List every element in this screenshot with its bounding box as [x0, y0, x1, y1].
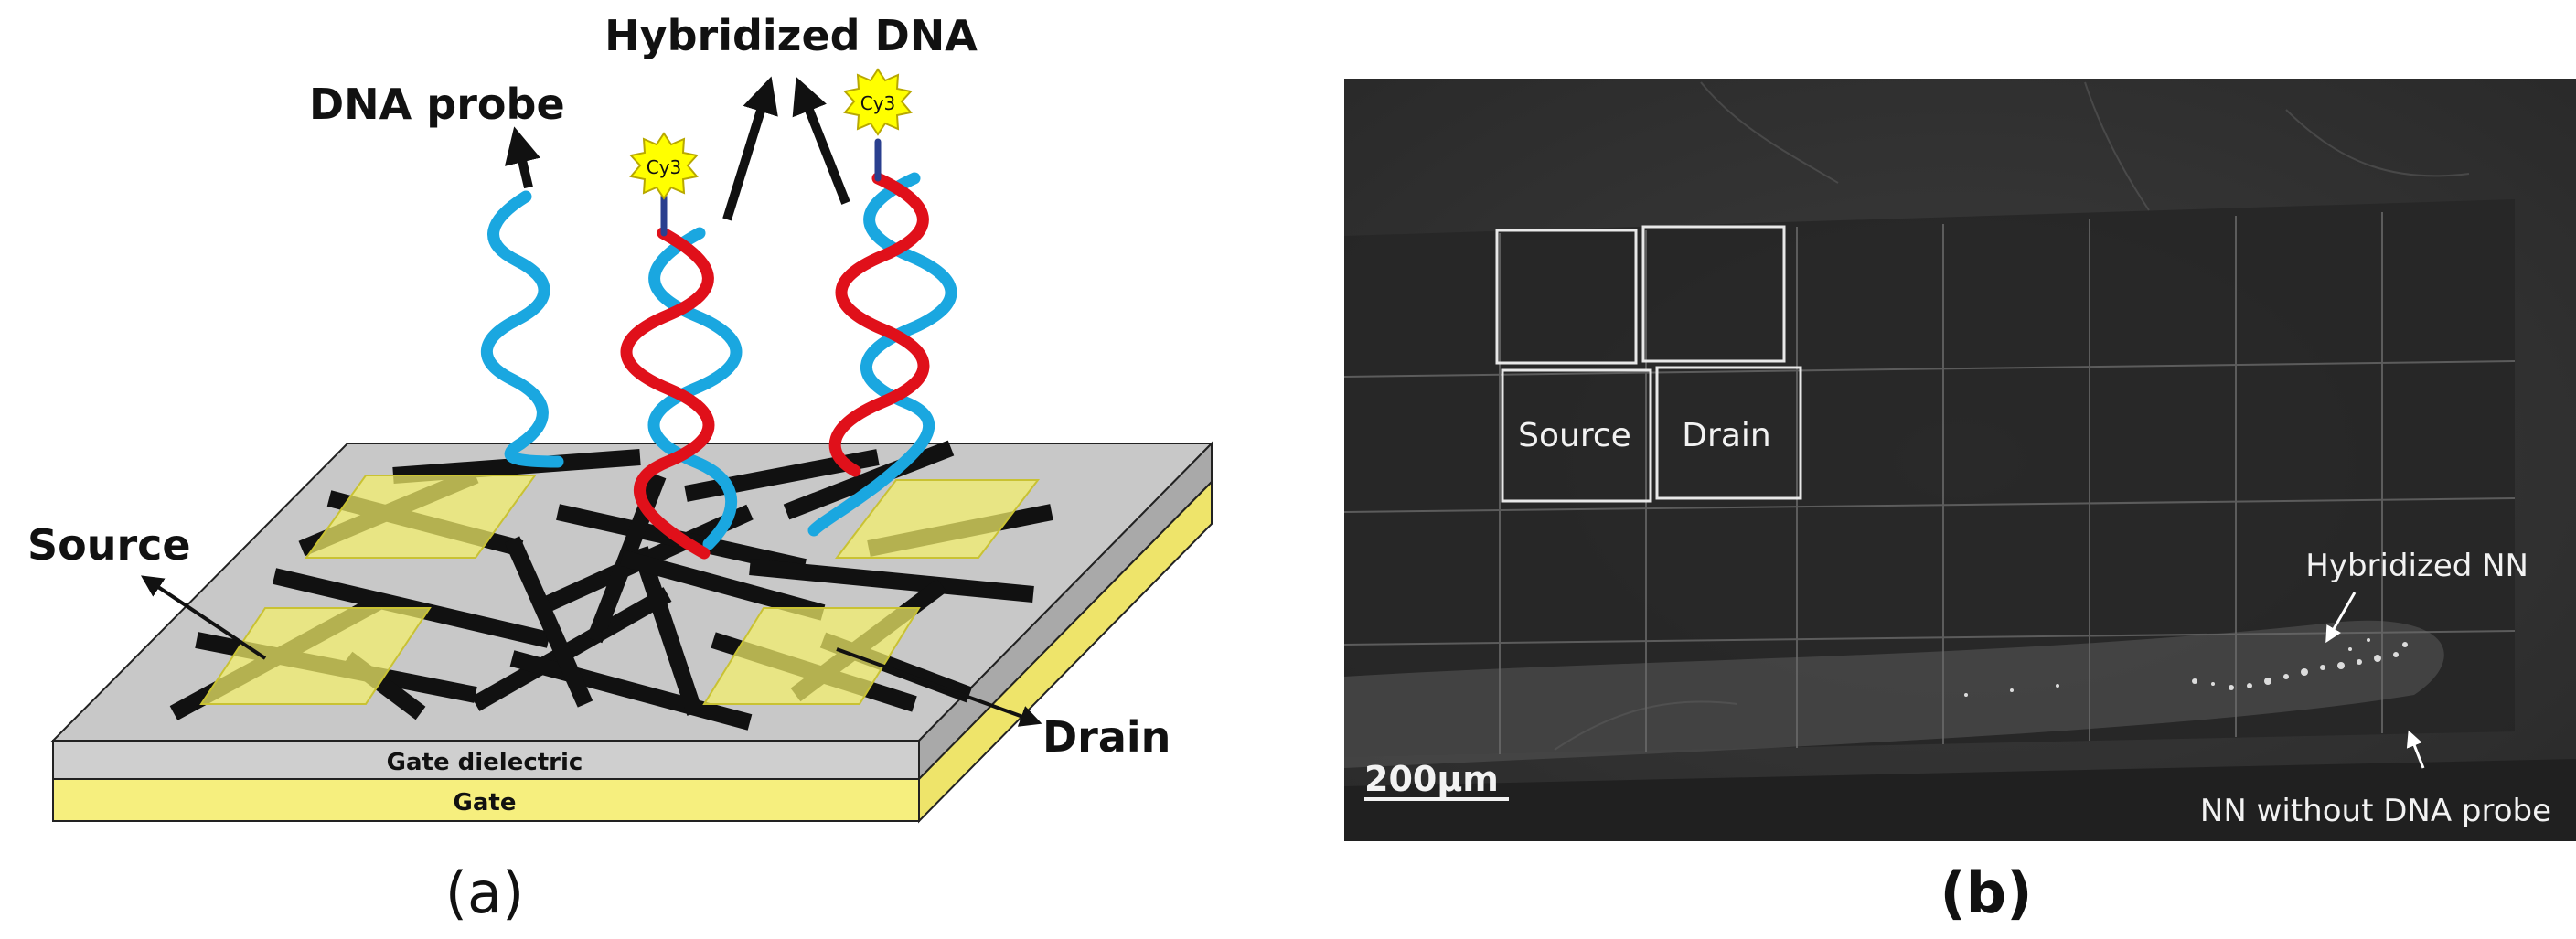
arrow-hybrid-left — [722, 76, 778, 221]
square-top-left — [1495, 229, 1638, 365]
highlight-squares — [1495, 225, 1802, 503]
square-drain — [1655, 366, 1802, 500]
electrode-grid — [1343, 212, 2516, 754]
hybridized-particles — [1964, 638, 2408, 697]
sem-texture — [1554, 81, 2470, 751]
label-drain-a: Drain — [1042, 712, 1170, 762]
hybridized-dna-center — [620, 193, 743, 560]
panel-a-arrows — [141, 76, 1042, 727]
cy3-label-left: Cy3 — [647, 156, 682, 178]
bottom-dark-area — [1344, 759, 2576, 841]
electrode-top-right — [834, 479, 1041, 559]
arrow-hybrid-right — [792, 76, 850, 205]
cy3-dye-right: Cy3 — [843, 68, 913, 136]
hybridized-region — [1344, 620, 2444, 768]
scale-bar-label: 200µm — [1364, 759, 1499, 799]
hybridized-dna-right — [807, 138, 957, 537]
gate-side — [918, 479, 1213, 824]
caption-b: (b) — [1940, 859, 2032, 926]
label-source-a: Source — [27, 520, 191, 570]
arrow-dna-probe — [504, 126, 540, 189]
label-source-b: Source — [1518, 417, 1631, 454]
label-gate-dielectric: Gate dielectric — [387, 749, 583, 776]
panel-b: Source Drain Hybridized NN NN without DN… — [1343, 79, 2576, 926]
arrow-drain — [836, 647, 1042, 727]
label-nn-without-probe: NN without DNA probe — [2200, 793, 2551, 829]
square-source — [1501, 368, 1652, 503]
electrode-drain — [702, 607, 921, 705]
cy3-dye-left: Cy3 — [629, 132, 699, 200]
arrow-hybridized-nn — [2325, 592, 2357, 644]
electrodes — [199, 475, 1041, 705]
electrode-top-left — [305, 475, 537, 559]
cy3-label-right: Cy3 — [860, 92, 896, 114]
label-hybridized-dna: Hybridized DNA — [604, 11, 978, 60]
square-top-right — [1641, 225, 1786, 363]
label-hybridized-nn: Hybridized NN — [2305, 548, 2528, 584]
arrow-source — [141, 575, 267, 660]
label-gate: Gate — [454, 789, 517, 816]
dna-probe-strand — [480, 190, 564, 468]
panel-a: Cy3 Cy3 Hybridized DNA DNA probe Source … — [27, 11, 1214, 926]
caption-a: (a) — [445, 859, 524, 926]
label-dna-probe: DNA probe — [309, 80, 565, 129]
electrode-source — [199, 607, 432, 705]
label-drain-b: Drain — [1682, 417, 1770, 454]
arrow-nn-without-probe — [2406, 730, 2425, 769]
